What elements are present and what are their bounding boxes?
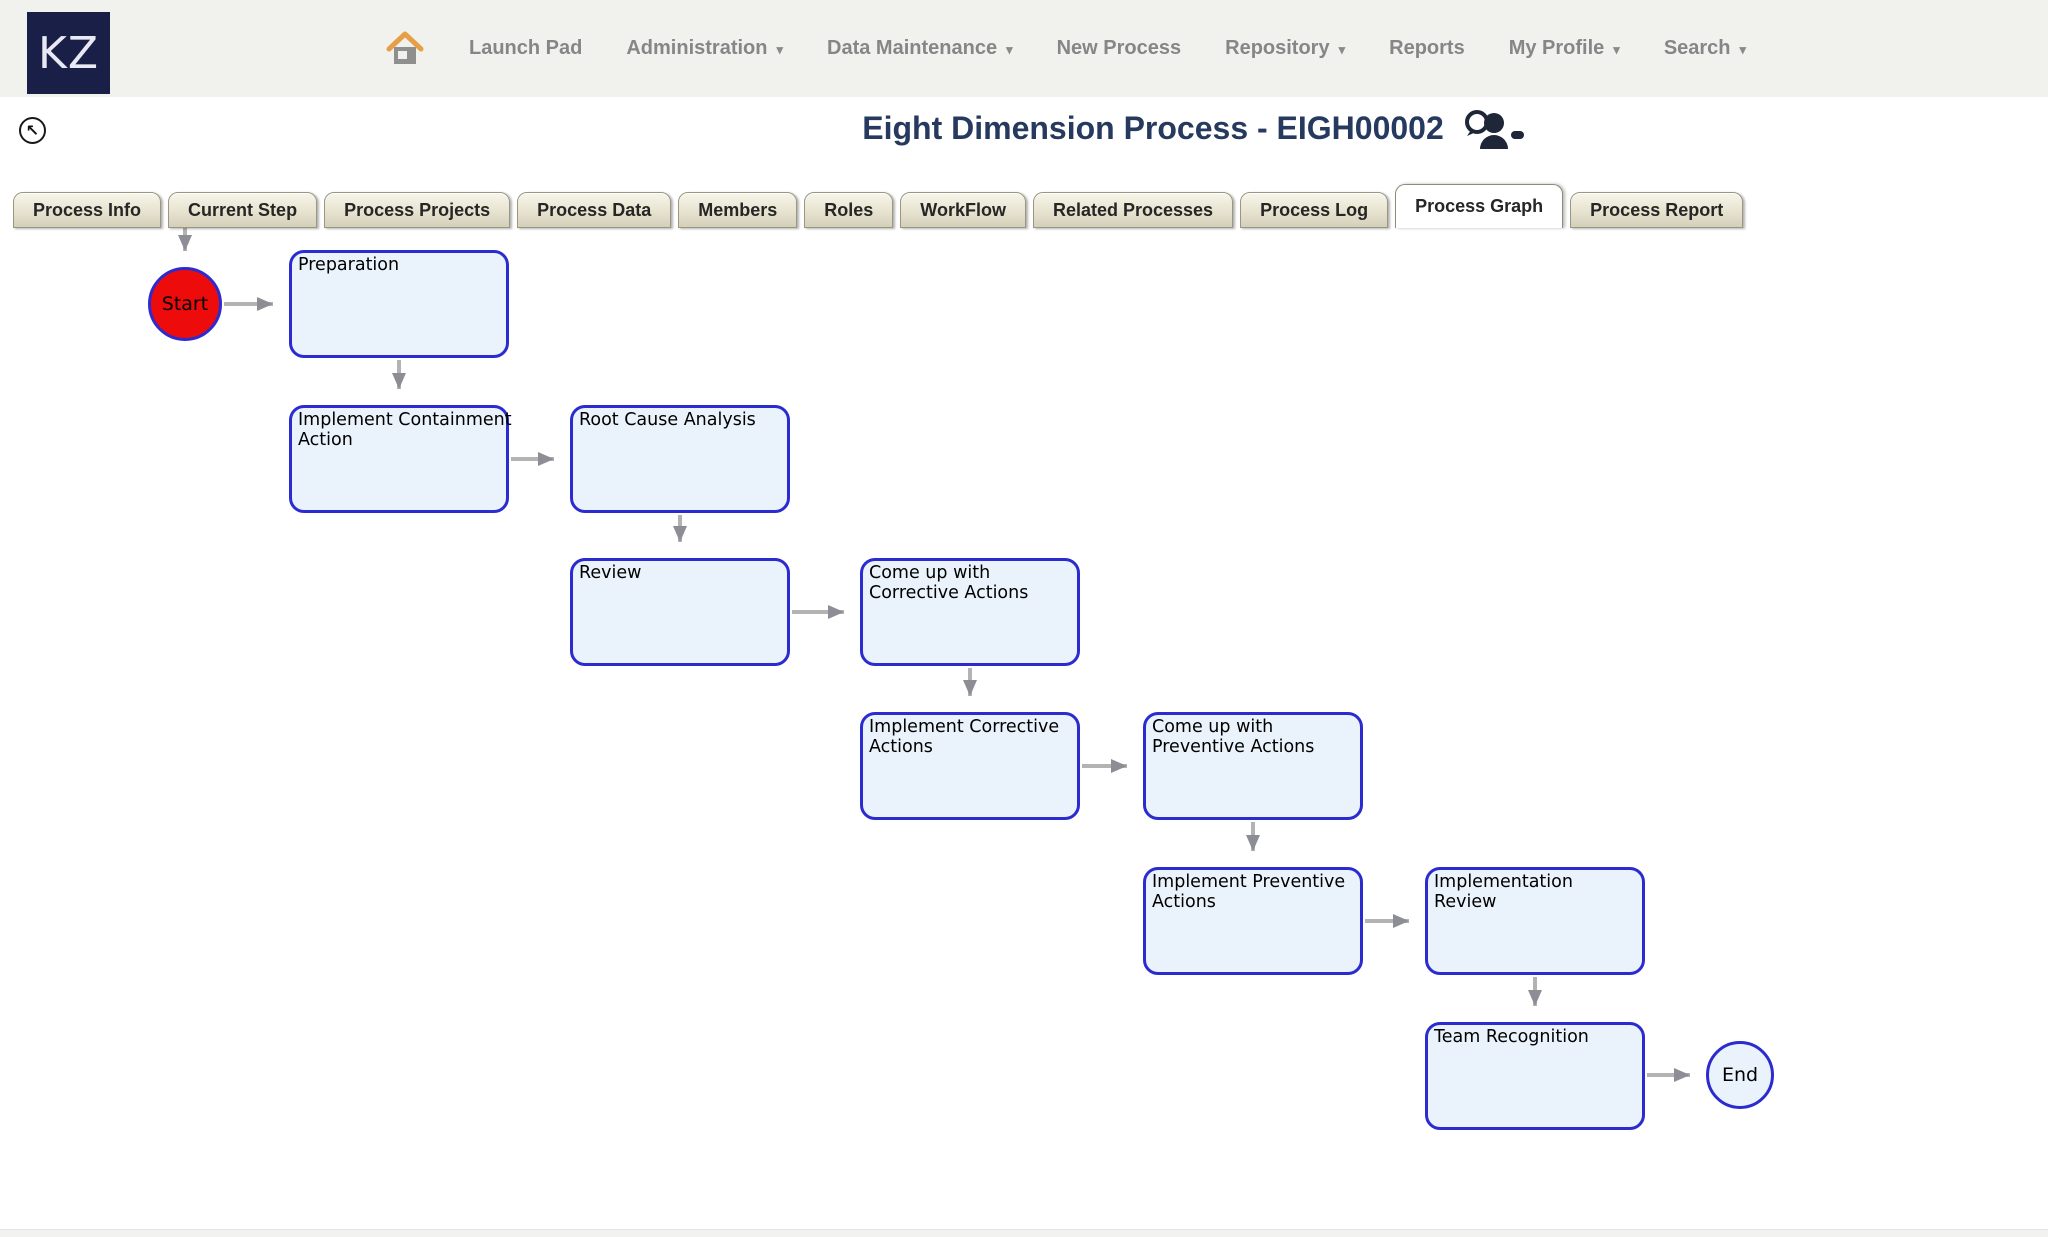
tab-workflow[interactable]: WorkFlow <box>900 192 1026 228</box>
caret-down-icon: ▾ <box>1613 41 1620 57</box>
tab-process-data[interactable]: Process Data <box>517 192 672 228</box>
caret-down-icon: ▾ <box>776 41 784 57</box>
tab-process-projects[interactable]: Process Projects <box>324 192 511 228</box>
tab-roles[interactable]: Roles <box>804 192 894 228</box>
end-node: End <box>1706 1041 1774 1109</box>
caret-down-icon: ▾ <box>1338 41 1346 57</box>
nav-item-repository[interactable]: Repository▾ <box>1225 37 1346 59</box>
caret-down-icon: ▾ <box>1739 41 1747 57</box>
tab-process-report[interactable]: Process Report <box>1570 192 1744 228</box>
app-logo[interactable]: KZ <box>27 12 110 94</box>
flow-node-implementation-review: Implementation Review <box>1425 867 1645 975</box>
flow-node-come-up-with-preventive-actions: Come up with Preventive Actions <box>1143 712 1363 820</box>
start-node: Start <box>148 267 222 341</box>
flow-node-implement-containment-action: Implement Containment Action <box>289 405 512 513</box>
tab-process-info[interactable]: Process Info <box>13 192 162 228</box>
top-navbar: KZ Launch Pad Administration▾ Data Maint… <box>0 0 2048 97</box>
tab-members[interactable]: Members <box>678 192 798 228</box>
flow-node-implement-corrective-actions: Implement Corrective Actions <box>860 712 1080 820</box>
main-menu: Launch Pad Administration▾ Data Maintena… <box>383 0 1746 97</box>
tab-bar: Process Info Current Step Process Projec… <box>13 184 1744 228</box>
caret-down-icon: ▾ <box>1006 41 1013 57</box>
tab-current-step[interactable]: Current Step <box>168 192 318 228</box>
flow-node-review: Review <box>570 558 790 666</box>
tab-process-graph[interactable]: Process Graph <box>1395 184 1564 228</box>
nav-item-data-maintenance[interactable]: Data Maintenance▾ <box>827 37 1013 59</box>
nav-item-administration[interactable]: Administration▾ <box>626 37 784 59</box>
flow-node-team-recognition: Team Recognition <box>1425 1022 1645 1130</box>
flow-node-implement-preventive-actions: Implement Preventive Actions <box>1143 867 1363 975</box>
home-icon[interactable] <box>383 30 425 67</box>
user-chat-icon[interactable] <box>1462 107 1524 156</box>
tab-related-processes[interactable]: Related Processes <box>1032 192 1234 228</box>
flow-node-root-cause-analysis: Root Cause Analysis <box>570 405 790 513</box>
page-header: Eight Dimension Process - EIGH00002 <box>169 104 2048 153</box>
nav-item-search[interactable]: Search▾ <box>1663 37 1747 59</box>
page-title: Eight Dimension Process - EIGH00002 <box>862 110 1444 146</box>
tab-process-log[interactable]: Process Log <box>1240 192 1389 228</box>
nav-item-new-process[interactable]: New Process <box>1056 37 1182 59</box>
nav-item-my-profile[interactable]: My Profile▾ <box>1508 37 1620 59</box>
flow-node-preparation: Preparation <box>289 250 509 358</box>
nav-item-reports[interactable]: Reports <box>1389 37 1465 59</box>
back-arrow-icon[interactable]: ↖ <box>19 117 46 144</box>
flow-node-come-up-with-corrective-actions: Come up with Corrective Actions <box>860 558 1080 666</box>
nav-item-launch-pad[interactable]: Launch Pad <box>469 37 583 59</box>
footer-bar <box>0 1229 2048 1237</box>
